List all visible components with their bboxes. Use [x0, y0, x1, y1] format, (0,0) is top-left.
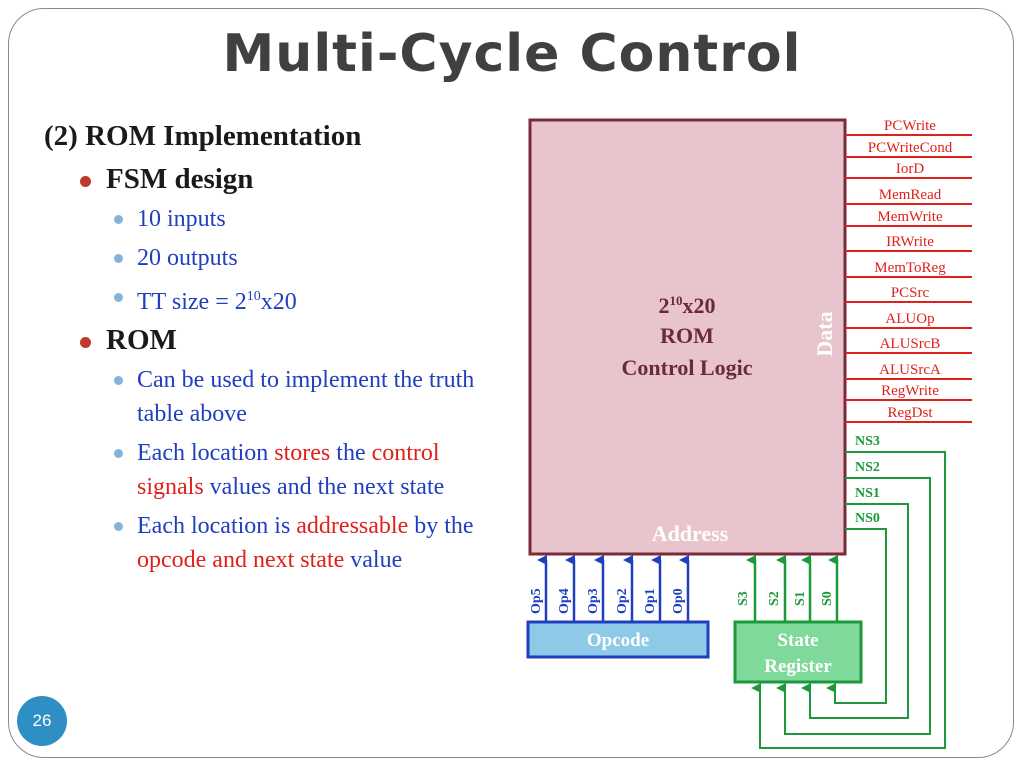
bullet-fsm-design: FSM design: [44, 163, 484, 196]
data-port-label: Data: [812, 311, 837, 356]
slide-frame: [8, 8, 1014, 758]
rom-item2-control-signals: control signals: [137, 440, 440, 500]
signal-iord: IorD: [896, 161, 924, 177]
next-state-feedback-lines: [751, 451, 946, 749]
state-register-label-line1: State: [777, 630, 818, 651]
ns3-label: NS3: [855, 434, 880, 449]
rom-label: ROM: [660, 323, 714, 348]
bullet-dot-icon: [114, 522, 123, 531]
s2-label: S2: [767, 591, 782, 606]
signal-alusrca: ALUSrcA: [879, 362, 941, 378]
bullet-dot-icon: [80, 176, 91, 187]
s1-label: S1: [793, 591, 808, 606]
bullet-rom: ROM: [44, 324, 484, 357]
op0-label: Op0: [671, 588, 686, 614]
signal-pcwritecond: PCWriteCond: [868, 140, 953, 156]
signal-pcsrc: PCSrc: [891, 285, 930, 301]
bullet-tt-size: TT size = 210x20: [44, 280, 484, 319]
rom-block: [528, 118, 847, 556]
rom-item3-addressable: addressable: [296, 513, 409, 539]
rom-item2-p1: Each location: [137, 440, 275, 466]
signal-pcwrite: PCWrite: [884, 118, 936, 134]
signal-aluop: ALUOp: [885, 311, 934, 327]
bullet-dot-icon: [114, 215, 123, 224]
state-register-label-line2: Register: [764, 656, 832, 677]
tt-suffix: x20: [260, 289, 297, 315]
signal-memtoreg: MemToReg: [874, 260, 946, 276]
op5-label: Op5: [529, 588, 544, 614]
tt-exponent: 10: [246, 289, 261, 304]
bullet-dot-icon: [80, 337, 91, 348]
ns0-label: NS0: [855, 511, 880, 526]
rom-item2-stores: stores: [274, 440, 331, 466]
bullet-rom-stores: Each location stores the control signals…: [44, 436, 484, 504]
state-register-box: [733, 620, 863, 684]
rom-item3-opcode-next-state: opcode and next state: [137, 547, 345, 573]
op1-label: Op1: [643, 588, 658, 614]
signal-memwrite: MemWrite: [877, 209, 943, 225]
address-port-label: Address: [652, 521, 729, 546]
signal-regwrite: RegWrite: [881, 383, 939, 399]
slide-content: (2) ROM Implementation FSM design 10 inp…: [44, 120, 484, 582]
rom-size-label: 210x20: [659, 293, 716, 318]
rom-item2-p3: the: [330, 440, 372, 466]
bullet-rom-truth-table: Can be used to implement the truth table…: [44, 363, 484, 431]
opcode-box-label: Opcode: [587, 630, 649, 651]
op2-label: Op2: [615, 588, 630, 614]
bullet-dot-icon: [114, 449, 123, 458]
rom-item3-p1: Each location is: [137, 513, 297, 539]
rom-item2-p5: values and the next state: [203, 474, 445, 500]
bullet-dot-icon: [114, 254, 123, 263]
control-output-lines: [845, 134, 972, 423]
s3-label: S3: [736, 591, 751, 606]
rom-item3-p3: by the: [408, 513, 474, 539]
op4-label: Op4: [557, 588, 572, 614]
tt-prefix: TT size = 2: [137, 289, 247, 315]
rom-item1-text: Can be used to implement the truth table…: [137, 367, 475, 427]
heading-rom-implementation: (2) ROM Implementation: [44, 120, 362, 152]
bullet-rom-addressable: Each location is addressable by the opco…: [44, 509, 484, 577]
ns0-line: [826, 528, 887, 704]
opcode-input-lines: [537, 555, 690, 622]
opcode-box: [526, 620, 710, 659]
signal-regdst: RegDst: [888, 405, 934, 421]
bullet-inputs: 10 inputs: [44, 202, 484, 236]
ns2-line: [776, 477, 931, 735]
page-number-badge: 26: [17, 696, 67, 746]
op3-label: Op3: [586, 588, 601, 614]
bullet-dot-icon: [114, 376, 123, 385]
ns2-label: NS2: [855, 460, 880, 475]
rom-control-logic-label: Control Logic: [622, 355, 753, 380]
s0-label: S0: [820, 591, 835, 606]
bullet-dot-icon: [114, 293, 123, 302]
rom-item3-p5: value: [344, 547, 403, 573]
state-input-lines: [746, 555, 839, 622]
inputs-text: 10 inputs: [137, 206, 226, 232]
bullet-outputs: 20 outputs: [44, 241, 484, 275]
signal-memread: MemRead: [879, 187, 942, 203]
rom-label: ROM: [106, 324, 177, 356]
signal-alusrcb: ALUSrcB: [880, 336, 941, 352]
control-output-labels: PCWrite PCWriteCond IorD MemRead MemWrit…: [868, 118, 953, 421]
outputs-text: 20 outputs: [137, 245, 238, 271]
fsm-label: FSM design: [106, 163, 254, 195]
signal-irwrite: IRWrite: [886, 234, 934, 250]
slide-title: Multi-Cycle Control: [222, 24, 802, 84]
ns1-line: [801, 503, 909, 719]
ns1-label: NS1: [855, 486, 880, 501]
ns3-line: [751, 451, 946, 749]
